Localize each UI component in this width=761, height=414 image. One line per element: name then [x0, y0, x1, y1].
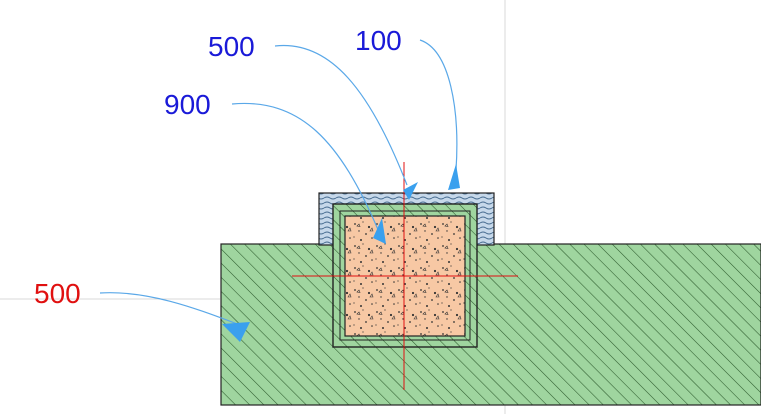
label-middle: 900: [164, 89, 211, 120]
leader-top-left: [274, 44, 408, 186]
leader-lines: [99, 39, 458, 326]
arrowhead-icon: [403, 182, 418, 200]
arrowheads: [222, 164, 460, 342]
leader-left: [99, 292, 241, 326]
arrowhead-icon: [448, 164, 460, 190]
arrowhead-icon: [373, 218, 386, 244]
leader-middle: [231, 102, 380, 233]
label-top-right: 100: [355, 25, 402, 56]
leader-top-right: [419, 39, 458, 171]
label-top-left: 500: [208, 31, 255, 62]
arrowhead-icon: [222, 322, 250, 342]
axis-cross: [292, 162, 518, 390]
slab-section: [220, 243, 761, 406]
label-left: 500: [34, 278, 81, 309]
